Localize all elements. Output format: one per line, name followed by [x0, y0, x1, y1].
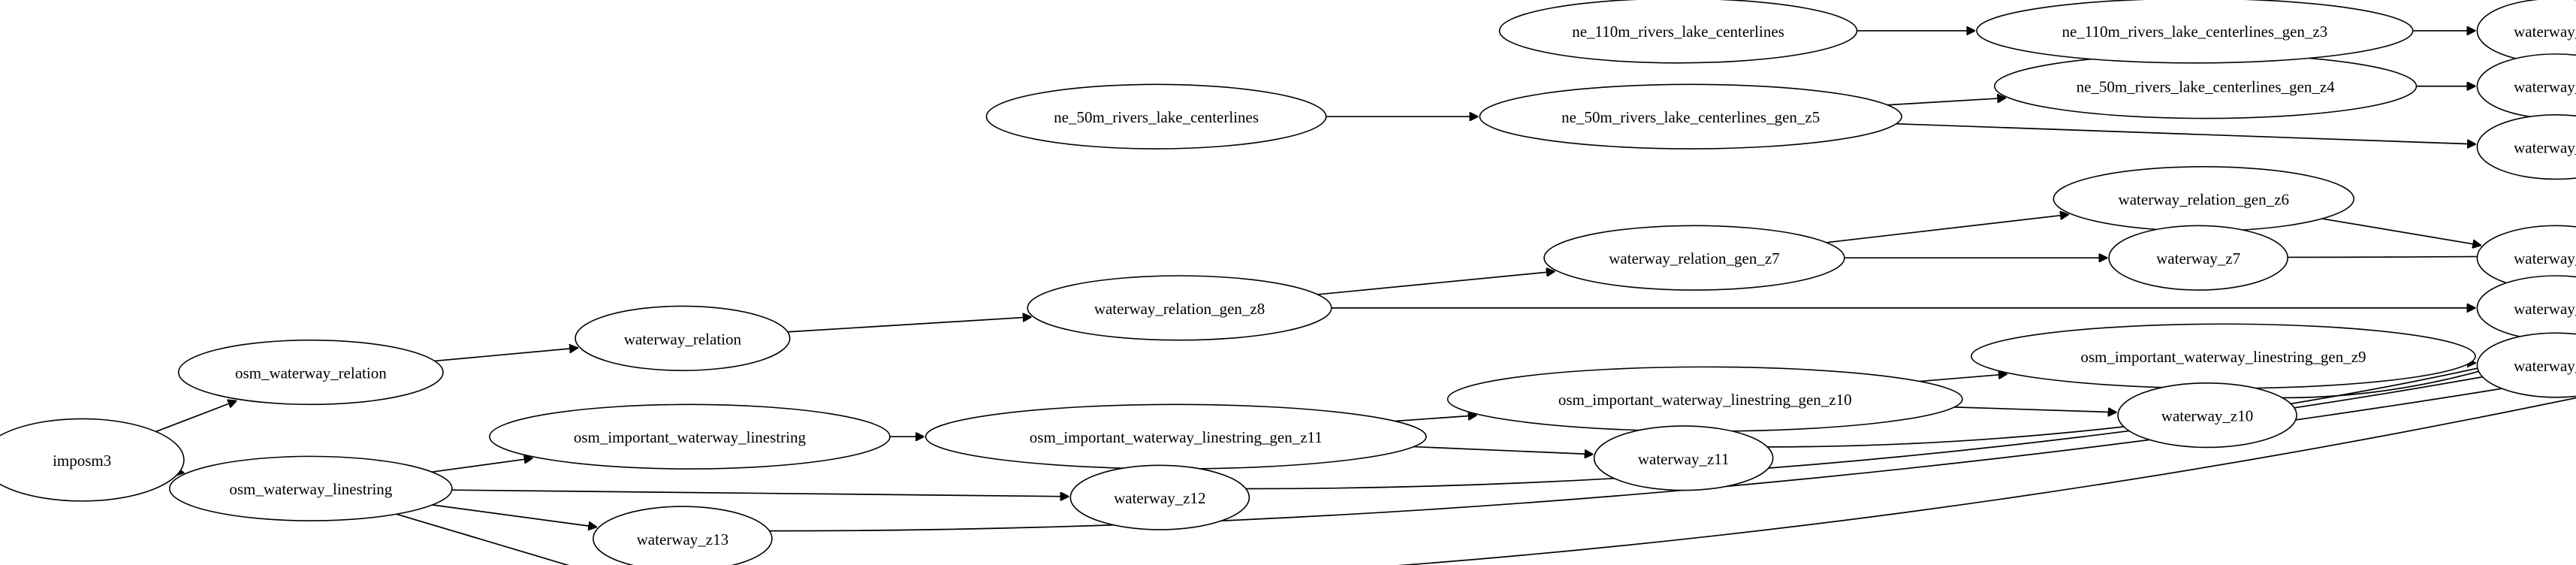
- node-waterway_z12[interactable]: waterway_z12: [1069, 464, 1250, 530]
- edge: [451, 489, 1069, 497]
- node-waterway_z9[interactable]: waterway_z9: [2476, 332, 2576, 398]
- node-label: ne_50m_rivers_lake_centerlines: [1054, 108, 1259, 126]
- edge: [1317, 271, 1554, 295]
- node-label: waterway_relation_gen_z8: [1094, 300, 1265, 318]
- node-shape: [1069, 464, 1250, 530]
- node-osm_important_waterway_linestring_gen_z10[interactable]: osm_important_waterway_linestring_gen_z1…: [1446, 366, 1963, 432]
- node-imposm3[interactable]: imposm3: [0, 418, 185, 502]
- node-osm_important_waterway_linestring_gen_z9[interactable]: osm_important_waterway_linestring_gen_z9: [1971, 323, 2476, 389]
- node-shape: [489, 403, 891, 470]
- edge: [787, 317, 1031, 333]
- node-shape: [177, 339, 444, 406]
- node-label: waterway_relation_gen_z7: [1609, 249, 1779, 267]
- edge: [434, 348, 578, 362]
- node-shape: [1593, 425, 1774, 491]
- node-osm_important_waterway_linestring_gen_z11[interactable]: osm_important_waterway_linestring_gen_z1…: [925, 403, 1427, 470]
- node-label: waterway_relation_gen_z6: [2119, 191, 2289, 209]
- node-label: waterway_z9: [2514, 357, 2576, 375]
- node-label: ne_110m_rivers_lake_centerlines: [1572, 23, 1784, 41]
- node-waterway_z10[interactable]: waterway_z10: [2117, 382, 2297, 449]
- node-label: waterway_z10: [2161, 407, 2253, 425]
- edge: [2321, 218, 2481, 245]
- node-label: ne_50m_rivers_lake_centerlines_gen_z5: [1561, 108, 1820, 126]
- node-shape: [1498, 0, 1858, 64]
- node-shape: [1543, 225, 1845, 291]
- node-shape: [2476, 114, 2576, 180]
- edge-to-layer-row: [1767, 345, 2576, 448]
- node-label: waterway_z3: [2514, 23, 2576, 41]
- edge-to-layer-row: [1397, 397, 2576, 565]
- node-waterway_z11[interactable]: waterway_z11: [1593, 425, 1774, 491]
- node-shape: [2108, 225, 2288, 291]
- node-waterway_z4[interactable]: waterway_z4: [2476, 53, 2576, 119]
- node-shape: [1027, 275, 1332, 341]
- node-label: waterway_z6: [2514, 249, 2576, 267]
- node-label: ne_110m_rivers_lake_centerlines_gen_z3: [2062, 23, 2327, 41]
- node-label: osm_waterway_linestring: [229, 480, 392, 498]
- node-label: osm_important_waterway_linestring: [574, 428, 807, 446]
- node-label: waterway_z5: [2514, 139, 2576, 157]
- edge: [1954, 406, 2116, 412]
- node-label: osm_important_waterway_linestring_gen_z1…: [1558, 391, 1852, 409]
- node-shape: [2476, 332, 2576, 398]
- node-label: osm_important_waterway_linestring_gen_z9: [2080, 348, 2366, 366]
- edge: [1896, 122, 2475, 144]
- node-shape: [0, 418, 185, 502]
- edge: [396, 513, 570, 565]
- node-waterway_z13[interactable]: waterway_z13: [593, 506, 773, 565]
- edges-layer: [155, 31, 2576, 565]
- node-label: waterway_z13: [637, 530, 728, 548]
- node-ne_50m_rivers_lake_centerlines_gen_z5[interactable]: ne_50m_rivers_lake_centerlines_gen_z5: [1479, 83, 1902, 150]
- node-osm_waterway_relation[interactable]: osm_waterway_relation: [177, 339, 444, 406]
- node-waterway_z5[interactable]: waterway_z5: [2476, 114, 2576, 180]
- node-waterway_relation_gen_z6[interactable]: waterway_relation_gen_z6: [2053, 166, 2354, 232]
- node-osm_important_waterway_linestring[interactable]: osm_important_waterway_linestring: [489, 403, 891, 470]
- node-label: osm_important_waterway_linestring_gen_z1…: [1030, 428, 1323, 446]
- node-label: waterway_relation: [624, 330, 742, 348]
- edge-to-layer-row: [769, 376, 2576, 532]
- edge: [431, 458, 532, 473]
- edge: [1395, 415, 1476, 422]
- edge: [1919, 374, 2007, 382]
- edge: [1413, 446, 1592, 455]
- node-shape: [593, 506, 773, 565]
- node-label: waterway_z12: [1114, 489, 1205, 507]
- node-label: imposm3: [53, 452, 111, 470]
- node-label: waterway_z11: [1638, 450, 1730, 468]
- node-shape: [1479, 83, 1902, 150]
- node-waterway_relation[interactable]: waterway_relation: [575, 305, 791, 371]
- node-shape: [1976, 0, 2414, 64]
- node-shape: [575, 305, 791, 371]
- node-shape: [985, 83, 1327, 150]
- node-shape: [2117, 382, 2297, 449]
- edge: [1826, 215, 2068, 243]
- node-ne_110m_rivers_lake_centerlines[interactable]: ne_110m_rivers_lake_centerlines: [1498, 0, 1858, 64]
- node-label: osm_waterway_relation: [235, 364, 387, 382]
- node-ne_50m_rivers_lake_centerlines[interactable]: ne_50m_rivers_lake_centerlines: [985, 83, 1327, 150]
- edge: [155, 401, 237, 433]
- node-waterway_z8[interactable]: waterway_z8: [2476, 275, 2576, 341]
- node-label: waterway_z4: [2514, 78, 2576, 96]
- node-waterway_relation_gen_z8[interactable]: waterway_relation_gen_z8: [1027, 275, 1332, 341]
- node-label: waterway_z7: [2156, 249, 2240, 267]
- edge: [1887, 98, 2005, 106]
- node-label: ne_50m_rivers_lake_centerlines_gen_z4: [2077, 78, 2336, 96]
- node-shape: [169, 455, 453, 521]
- node-ne_110m_rivers_lake_centerlines_gen_z3[interactable]: ne_110m_rivers_lake_centerlines_gen_z3: [1976, 0, 2414, 64]
- node-osm_waterway_linestring[interactable]: osm_waterway_linestring: [169, 455, 453, 521]
- node-waterway_relation_gen_z7[interactable]: waterway_relation_gen_z7: [1543, 225, 1845, 291]
- node-ne_50m_rivers_lake_centerlines_gen_z4[interactable]: ne_50m_rivers_lake_centerlines_gen_z4: [1993, 53, 2418, 119]
- node-label: waterway_z8: [2514, 300, 2576, 318]
- edge: [432, 504, 596, 527]
- node-waterway_z7[interactable]: waterway_z7: [2108, 225, 2288, 291]
